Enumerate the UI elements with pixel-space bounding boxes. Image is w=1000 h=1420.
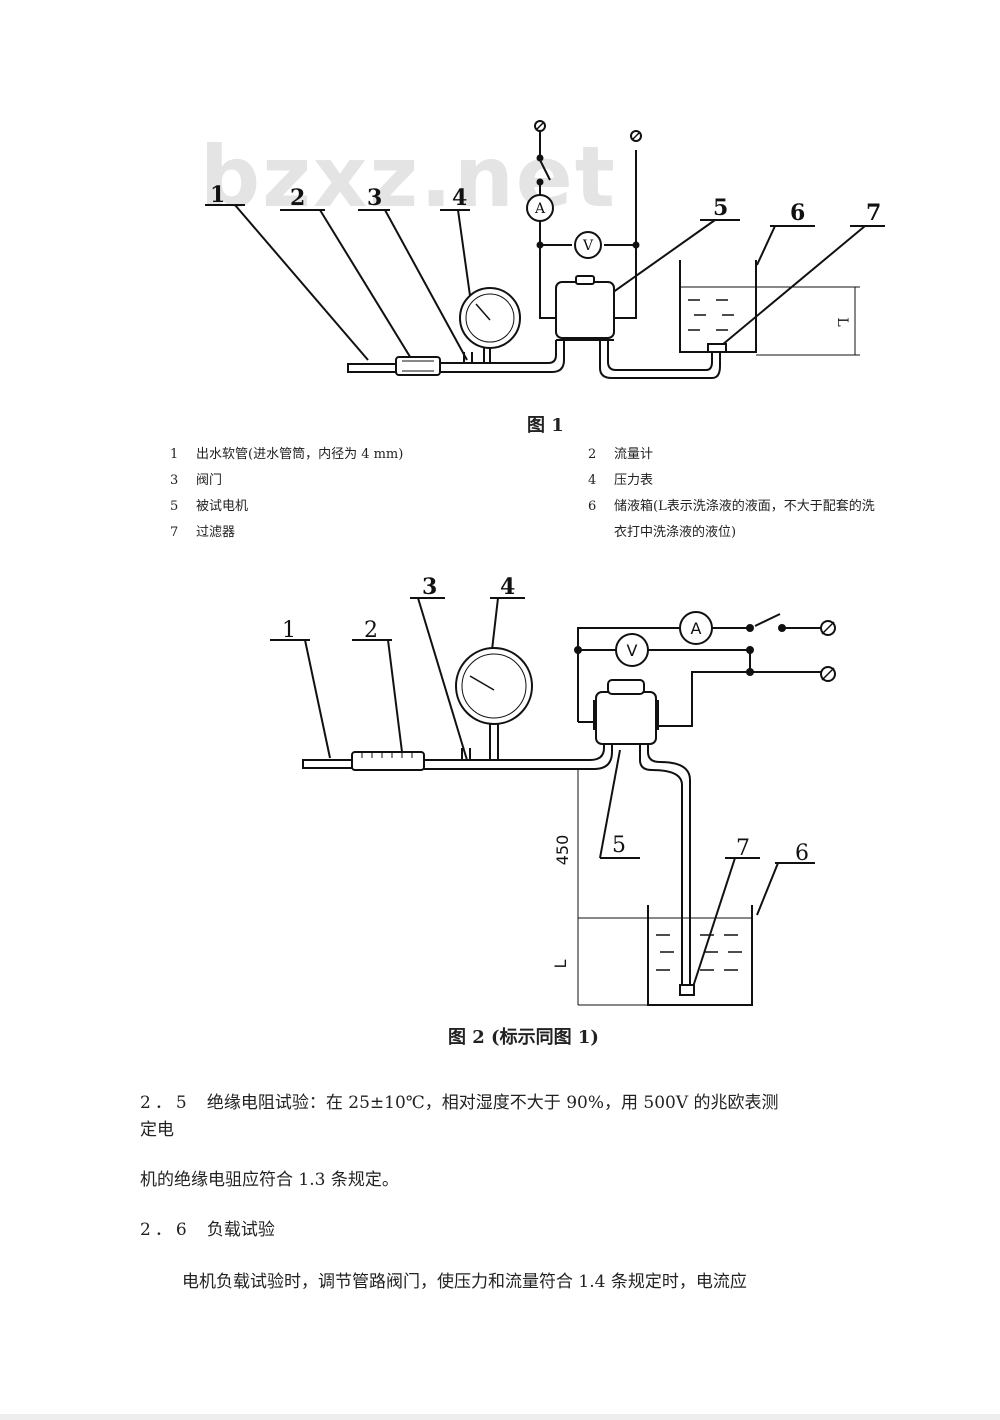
- leader-5-diag: [601, 219, 716, 301]
- ammeter-circle: [526, 194, 554, 222]
- section-2-6-body: 电机负载试验时，调节管路阀门，使压力和流量符合 1.4 条规定时，电流应: [182, 1272, 747, 1292]
- pipe-main: [440, 340, 557, 364]
- ammeter-label: A: [534, 201, 546, 217]
- voltmeter-circle: [574, 231, 602, 259]
- callout-3: 3: [422, 574, 437, 600]
- wire-left: [539, 218, 556, 319]
- level-label: L: [834, 317, 850, 326]
- callout-3: 3: [367, 185, 382, 211]
- level-label: L: [551, 959, 570, 968]
- section-title: 负载试验: [206, 1220, 275, 1240]
- ammeter-label: A: [691, 619, 702, 638]
- tank: [679, 260, 757, 353]
- legend-item-6-cont: 衣打中洗涤液的液位): [614, 525, 737, 540]
- section-number: 2．6: [140, 1220, 191, 1240]
- filter: [679, 984, 695, 996]
- pressure-gauge-face: [459, 287, 521, 349]
- flowmeter-body: [395, 356, 441, 376]
- ammeter-circle: [679, 611, 713, 645]
- leader-2-diag: [319, 209, 413, 361]
- leader-4-diag: [457, 209, 473, 311]
- motor-body: [595, 691, 657, 745]
- tank: [647, 905, 753, 1006]
- section-2-6-heading: 2．6 负载试验: [140, 1215, 275, 1240]
- figure-1-caption: 图 1: [527, 415, 564, 436]
- callout-1: 1: [210, 182, 225, 208]
- callout-7: 7: [866, 200, 881, 226]
- wire-left: [577, 627, 680, 722]
- pipe-main: [424, 740, 605, 761]
- section-2-5-heading: 2．5 绝缘电阻试验：在 25±10℃，相对湿度不大于 90%，用 500V 的…: [140, 1088, 779, 1113]
- voltmeter-circle: [615, 633, 649, 667]
- pipe-to-tank: [599, 340, 721, 379]
- callout-7: 7: [736, 836, 750, 861]
- callout-2: 2: [364, 618, 378, 643]
- callout-5: 5: [612, 833, 626, 858]
- height-label: 450: [553, 835, 572, 866]
- wire-right: [749, 650, 822, 673]
- leader-6-diag: [756, 225, 776, 266]
- figure-2-caption: 图 2 (标示同图 1): [448, 1027, 599, 1048]
- filter: [707, 343, 727, 353]
- leader-7-diag: [721, 225, 866, 346]
- wire-right: [614, 150, 637, 319]
- callout-4: 4: [452, 185, 467, 211]
- callout-6: 6: [790, 200, 805, 226]
- outlet-hose: [302, 759, 354, 769]
- callout-5: 5: [713, 195, 728, 221]
- pipe-down: [647, 744, 691, 985]
- voltmeter-label: V: [627, 641, 638, 660]
- leader-3-diag: [384, 209, 468, 361]
- pressure-gauge-needle: [469, 675, 495, 691]
- outlet-hose: [347, 363, 397, 373]
- switch-blade: [539, 159, 551, 181]
- pressure-gauge-face: [455, 647, 533, 725]
- pressure-gauge-needle: [475, 303, 491, 321]
- motor-body: [555, 281, 615, 339]
- figure-1-diagram: 1 2 3 4 5 6 7 A V L: [205, 120, 885, 379]
- section-2-5-continuation: 定电: [140, 1120, 174, 1140]
- leader-1-diag: [234, 204, 369, 361]
- switch-blade: [754, 613, 781, 627]
- terminal-bottom: [820, 666, 836, 682]
- callout-1: 1: [282, 618, 296, 643]
- voltmeter-label: V: [582, 238, 594, 254]
- section-2-5-body: 机的绝缘电驵应符合 1.3 条规定。: [140, 1170, 399, 1190]
- section-number: 2．5: [140, 1093, 191, 1113]
- callout-6: 6: [795, 841, 809, 866]
- callout-2: 2: [290, 185, 305, 211]
- terminal-top: [820, 620, 836, 636]
- pipe-main-lower: [440, 340, 565, 373]
- flowmeter-body: [351, 751, 425, 771]
- page-bottom-edge: [0, 1414, 1000, 1420]
- callout-4: 4: [500, 574, 515, 600]
- section-text: 绝缘电阻试验：在 25±10℃，相对湿度不大于 90%，用 500V 的兆欧表测: [206, 1093, 779, 1113]
